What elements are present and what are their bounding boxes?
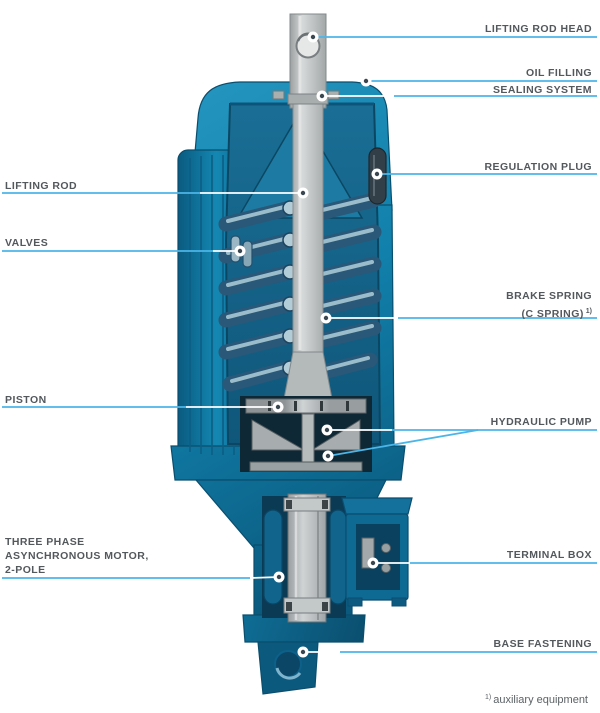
label-lifting-rod: LIFTING ROD: [5, 180, 78, 192]
label-valves: VALVES: [5, 237, 49, 249]
motor-assembly: [262, 493, 347, 623]
label-hydraulic-pump: HYDRAULIC PUMP: [490, 416, 592, 428]
label-regulation-plug: REGULATION PLUG: [484, 161, 592, 173]
label-brake-spring: BRAKE SPRING (C SPRING)1): [506, 290, 592, 320]
label-lifting-rod-head: LIFTING ROD HEAD: [485, 23, 592, 35]
label-terminal-box: TERMINAL BOX: [506, 549, 592, 561]
terminal-box: [341, 497, 413, 607]
label-oil-filling: OIL FILLING: [525, 67, 592, 79]
valves-detail: [230, 235, 253, 268]
lifting-rod: [272, 13, 340, 405]
base-foot: [274, 650, 302, 680]
leader-markers: [234, 31, 383, 658]
label-motor: THREE PHASE ASYNCHRONOUS MOTOR, 2-POLE: [5, 536, 149, 576]
label-base-fastening: BASE FASTENING: [493, 638, 592, 650]
label-sealing-system: SEALING SYSTEM: [492, 84, 592, 96]
leader-lines: [2, 36, 597, 653]
footnote-auxiliary-equipment: 1)auxiliary equipment: [484, 694, 588, 706]
label-piston: PISTON: [5, 394, 47, 406]
